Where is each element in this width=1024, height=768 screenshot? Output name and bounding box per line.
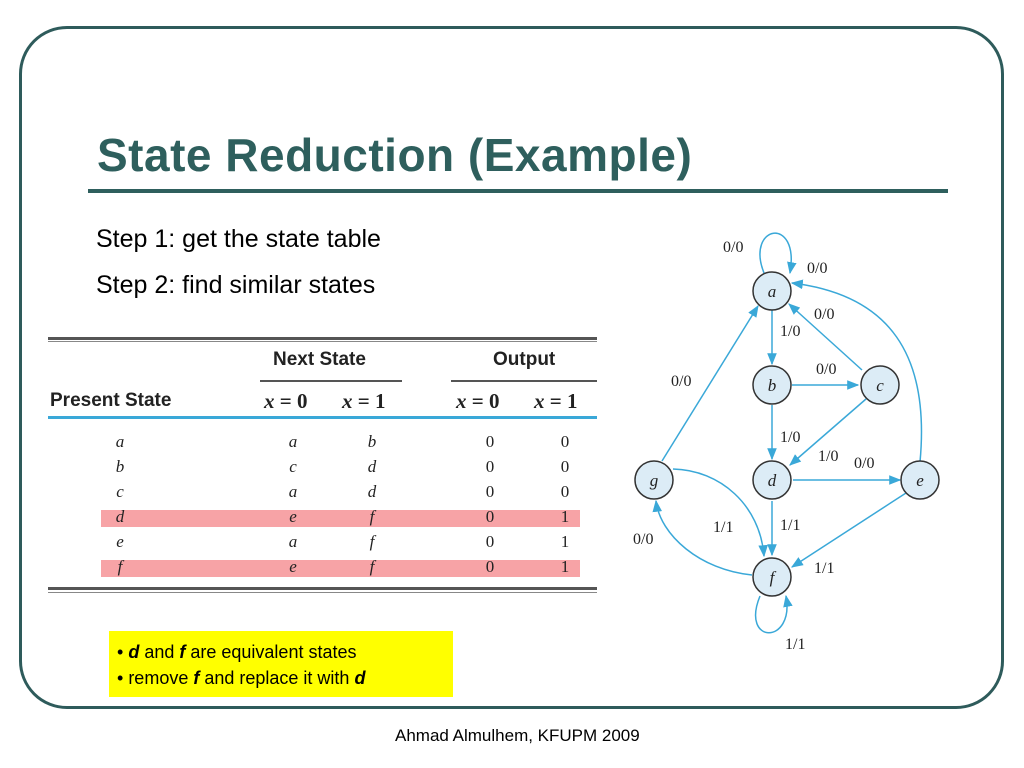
- ns-x0-header: x = 0: [264, 389, 308, 413]
- footer-credit: Ahmad Almulhem, KFUPM 2009: [395, 726, 640, 745]
- table-top-rule: [48, 337, 597, 340]
- label-g-to-f: 1/1: [713, 519, 733, 536]
- next-state-group-line: [260, 380, 402, 382]
- present-state-header: Present State: [50, 390, 172, 411]
- label-d-to-f: 1/1: [780, 517, 800, 534]
- label-f-to-g: 0/0: [633, 531, 653, 548]
- table-cell-ns0: a: [288, 532, 298, 551]
- edge-g-to-f: [672, 468, 768, 558]
- state-g-label: g: [650, 471, 659, 490]
- table-cell-ns1: f: [369, 557, 375, 576]
- out-x0-header: x = 0: [456, 389, 500, 413]
- label-b-to-c: 0/0: [816, 361, 836, 378]
- step-1-text: Step 1: get the state table: [96, 225, 381, 253]
- table-cell-ns1: d: [367, 482, 377, 501]
- state-d-label: d: [768, 471, 777, 490]
- state-diagram: 0/0 0/0 0/0 1/0 0/0 0/0 1/0 1/0 0/0 1/1 …: [633, 232, 940, 653]
- next-state-header: Next State: [273, 349, 366, 370]
- equivalence-note: • d and f are equivalent states • remove…: [109, 631, 453, 697]
- state-c: c: [860, 365, 900, 405]
- edge-f-self: [754, 594, 793, 634]
- title-underline: [88, 189, 948, 193]
- output-group-line: [451, 380, 597, 382]
- label-c-to-a: 0/0: [814, 306, 834, 323]
- note-line-1: • d and f are equivalent states: [117, 642, 357, 662]
- table-cell-present: a: [115, 432, 125, 451]
- state-b: b: [752, 365, 792, 405]
- state-g: g: [634, 460, 674, 500]
- table-cell-ns0: c: [289, 457, 297, 476]
- table-cell-present: d: [115, 507, 125, 526]
- note-line-2: • remove f and replace it with d: [117, 668, 366, 688]
- table-cell-o1: 0: [560, 482, 570, 501]
- label-a-to-b: 1/0: [780, 323, 800, 340]
- label-c-to-d: 1/0: [818, 448, 838, 465]
- table-cell-ns1: d: [367, 457, 377, 476]
- edge-e-to-a: [790, 279, 923, 463]
- state-table: Next State Output Present State x = 0 x …: [48, 334, 597, 594]
- table-cell-ns0: a: [288, 432, 298, 451]
- row-highlight: [101, 560, 580, 577]
- out-x1-header: x = 1: [534, 389, 578, 413]
- edge-c-to-a: [788, 303, 863, 371]
- table-cell-o1: 1: [560, 532, 570, 551]
- table-cell-ns1: f: [369, 507, 375, 526]
- table-bottom-rule-thin: [48, 592, 597, 593]
- page-title: State Reduction (Example): [97, 129, 693, 181]
- table-cell-present: b: [115, 457, 125, 476]
- edge-f-to-g: [652, 499, 753, 576]
- table-cell-present: c: [116, 482, 124, 501]
- state-e: e: [900, 460, 940, 500]
- table-top-rule-thin: [48, 341, 597, 342]
- table-cell-o1: 0: [560, 457, 570, 476]
- edge-e-to-f: [790, 492, 907, 568]
- table-cell-o0: 0: [485, 507, 495, 526]
- label-g-to-a: 0/0: [671, 373, 691, 390]
- ns-x1-header: x = 1: [342, 389, 386, 413]
- row-highlight: [101, 510, 580, 527]
- label-a-self: 0/0: [723, 239, 743, 256]
- label-d-to-e: 0/0: [854, 455, 874, 472]
- table-cell-ns0: a: [288, 482, 298, 501]
- table-cell-o0: 0: [485, 532, 495, 551]
- table-cell-present: e: [116, 532, 124, 551]
- table-cell-o1: 1: [560, 557, 570, 576]
- step-2-text: Step 2: find similar states: [96, 271, 376, 299]
- output-header: Output: [493, 349, 556, 370]
- table-cell-o1: 1: [560, 507, 570, 526]
- state-f-label: f: [770, 568, 777, 587]
- slide-frame: [19, 26, 1004, 709]
- state-f: f: [752, 557, 792, 597]
- state-e-label: e: [916, 471, 924, 490]
- label-f-self: 1/1: [785, 636, 805, 653]
- table-cell-ns0: e: [289, 507, 297, 526]
- edge-a-self: [759, 232, 797, 275]
- state-a-label: a: [768, 282, 777, 301]
- table-cell-ns0: e: [289, 557, 297, 576]
- state-a: a: [752, 271, 792, 311]
- label-b-to-d: 1/0: [780, 429, 800, 446]
- table-cell-ns1: f: [369, 532, 375, 551]
- state-b-label: b: [768, 376, 777, 395]
- table-cell-ns1: b: [367, 432, 377, 451]
- table-cell-o0: 0: [485, 482, 495, 501]
- table-header-rule: [48, 416, 597, 419]
- edge-g-to-a: [661, 304, 759, 462]
- table-cell-o0: 0: [485, 557, 495, 576]
- state-d: d: [752, 460, 792, 500]
- label-e-to-f: 1/1: [814, 560, 834, 577]
- label-e-to-a: 0/0: [807, 260, 827, 277]
- table-cell-o1: 0: [560, 432, 570, 451]
- table-cell-present: f: [117, 557, 123, 576]
- table-bottom-rule: [48, 587, 597, 590]
- table-cell-o0: 0: [485, 457, 495, 476]
- edge-c-to-d: [789, 398, 867, 466]
- state-c-label: c: [876, 376, 884, 395]
- table-cell-o0: 0: [485, 432, 495, 451]
